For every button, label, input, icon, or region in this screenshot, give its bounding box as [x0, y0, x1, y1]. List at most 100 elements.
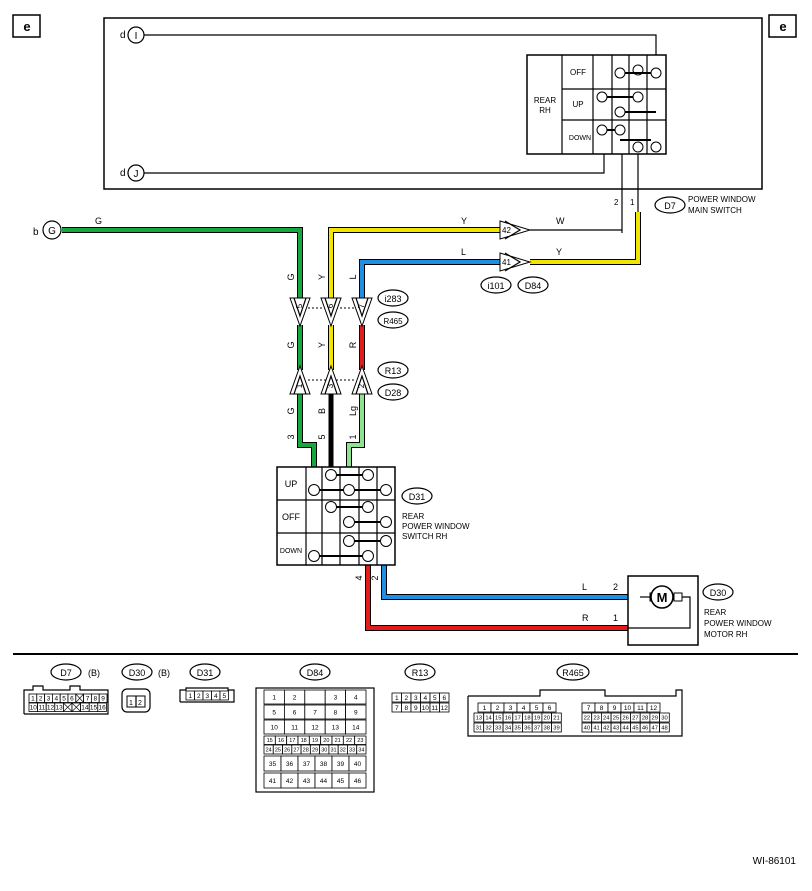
legend-r13-pin-11: 11: [431, 705, 438, 712]
legend-r465-pin-12: 12: [650, 705, 658, 712]
d30-pin-2: 2: [613, 582, 618, 592]
legend-d30-id: D30: [129, 668, 146, 678]
r13-pin-2: 2: [357, 383, 366, 388]
legend-d84-pin-25: 25: [275, 747, 281, 753]
legend-d84-pin-40: 40: [354, 761, 362, 768]
legend-d84-pin-35: 35: [269, 761, 277, 768]
legend-r465-pin-34: 34: [505, 726, 512, 732]
legend-r465-cell: [659, 712, 670, 723]
legend-d84-pin-26: 26: [284, 747, 290, 753]
legend-d84-cell: [356, 744, 367, 755]
legend-d84-pin-14: 14: [352, 724, 360, 731]
legend-r465-pin-15: 15: [495, 716, 501, 722]
main-switch-label-line1: REAR: [534, 96, 556, 105]
r13-pin-3: 3: [326, 383, 335, 388]
legend-r465-pin-46: 46: [642, 726, 648, 732]
r13-pin-1: 1: [295, 383, 304, 388]
d31-id: D31: [409, 492, 426, 502]
d31-pin-1: 1: [348, 434, 358, 439]
legend-r465-pin-20: 20: [544, 716, 550, 722]
legend-r465-pin-37: 37: [534, 726, 540, 732]
legend-d84-pin-1: 1: [272, 694, 276, 701]
legend-d84-pin-30: 30: [321, 747, 327, 753]
legend-r465-pin-16: 16: [505, 716, 511, 722]
legend-d31-pin-2: 2: [197, 693, 201, 700]
page-marker-right: e: [768, 14, 797, 38]
wire-label-y-upper: Y: [461, 216, 467, 226]
legend-r465-pin-19: 19: [534, 716, 540, 722]
legend-d7-pin-3: 3: [47, 696, 51, 703]
d30-name-line1: REAR: [704, 608, 726, 617]
legend-d7-pin-1: 1: [31, 696, 35, 703]
joint-connector-41: 41: [499, 252, 532, 272]
legend-d84-pin-19: 19: [312, 738, 318, 744]
i283-pin-5: 5: [295, 303, 304, 308]
wire-label-y-top: Y: [317, 274, 327, 280]
main-switch-pos-up: UP: [572, 100, 583, 109]
d31-pin-2: 2: [370, 575, 380, 580]
wire-harness: [62, 212, 641, 631]
legend-r465-pin-6: 6: [548, 705, 552, 712]
legend-r13-pin-8: 8: [404, 705, 408, 712]
d30-id: D30: [710, 588, 727, 598]
connector-id-d28: D28: [377, 383, 409, 401]
legend-r465-pin-44: 44: [622, 726, 629, 732]
legend-d84-pin-31: 31: [330, 747, 336, 753]
legend-d84-pin-23: 23: [357, 738, 363, 744]
legend-r465-pin-42: 42: [603, 726, 609, 732]
legend-r465-pin-23: 23: [593, 716, 599, 722]
legend-r465-cell: [551, 712, 562, 723]
legend-d84-pin-7: 7: [313, 709, 317, 716]
legend-r465-pin-43: 43: [613, 726, 619, 732]
legend-d84-pin-32: 32: [340, 747, 346, 753]
wire-labels: G Y W L Y G Y L G Y R G B Lg L R: [95, 216, 589, 623]
rear-switch-pos-off: OFF: [282, 512, 300, 522]
legend-d84-pin-5: 5: [272, 709, 276, 716]
wire-label-g-mid: G: [286, 341, 296, 348]
d7-name-line1: POWER WINDOW: [688, 195, 756, 204]
connector-id-r465-text: R465: [383, 317, 403, 326]
connector-id-r13-text: R13: [385, 366, 402, 376]
connector-b-g: b G: [33, 220, 62, 240]
wire-label-y-mid: Y: [317, 342, 327, 348]
wire-label-l-top: L: [348, 274, 358, 279]
legend-d84-pin-6: 6: [293, 709, 297, 716]
legend-d84-pin-46: 46: [354, 778, 362, 785]
main-switch-rear-rh: REAR RH OFF UP DOWN: [526, 54, 667, 155]
legend-d7-pin-15: 15: [90, 705, 98, 712]
legend-r465-cell: [659, 722, 670, 733]
legend-d30-pin-1: 1: [129, 700, 133, 707]
legend-d84-pin-8: 8: [334, 709, 338, 716]
legend-r465-pin-7: 7: [587, 705, 591, 712]
legend-r465-pin-4: 4: [522, 705, 526, 712]
legend-r465-cell: [551, 722, 562, 733]
wire-label-r-mid: R: [348, 341, 358, 348]
legend-r465-pin-25: 25: [613, 716, 619, 722]
rear-switch-pos-up: UP: [285, 479, 298, 489]
d31-pin-numbers: 3 5 1 4 2 2 1: [286, 434, 618, 623]
legend-r465-pin-22: 22: [584, 716, 590, 722]
main-switch-pin-right: 1: [630, 198, 635, 207]
connector-id-r465: R465: [377, 311, 409, 329]
legend-d7-pin-6: 6: [70, 696, 74, 703]
legend-r13-pin-6: 6: [442, 695, 446, 702]
legend-d7-pin-14: 14: [81, 705, 89, 712]
legend-r465-pin-9: 9: [613, 705, 617, 712]
legend-d84-pin-22: 22: [346, 738, 352, 744]
legend-d84-cell: [345, 704, 367, 720]
legend-d84-pin-29: 29: [312, 747, 318, 753]
motor-symbol: M: [657, 590, 668, 605]
connector-d-i-prefix: d: [120, 30, 126, 41]
legend-d84-cell: [348, 772, 367, 789]
legend-r465-pin-31: 31: [476, 726, 482, 732]
legend-d84-pin-44: 44: [320, 778, 328, 785]
legend-d7-pin-9: 9: [101, 696, 105, 703]
connector-d-j: d J: [120, 152, 605, 182]
legend-r465-cell: [542, 702, 557, 713]
legend-d84-pin-16: 16: [278, 738, 284, 744]
legend-r465-pin-36: 36: [524, 726, 530, 732]
legend-d84-pin-4: 4: [354, 694, 358, 701]
